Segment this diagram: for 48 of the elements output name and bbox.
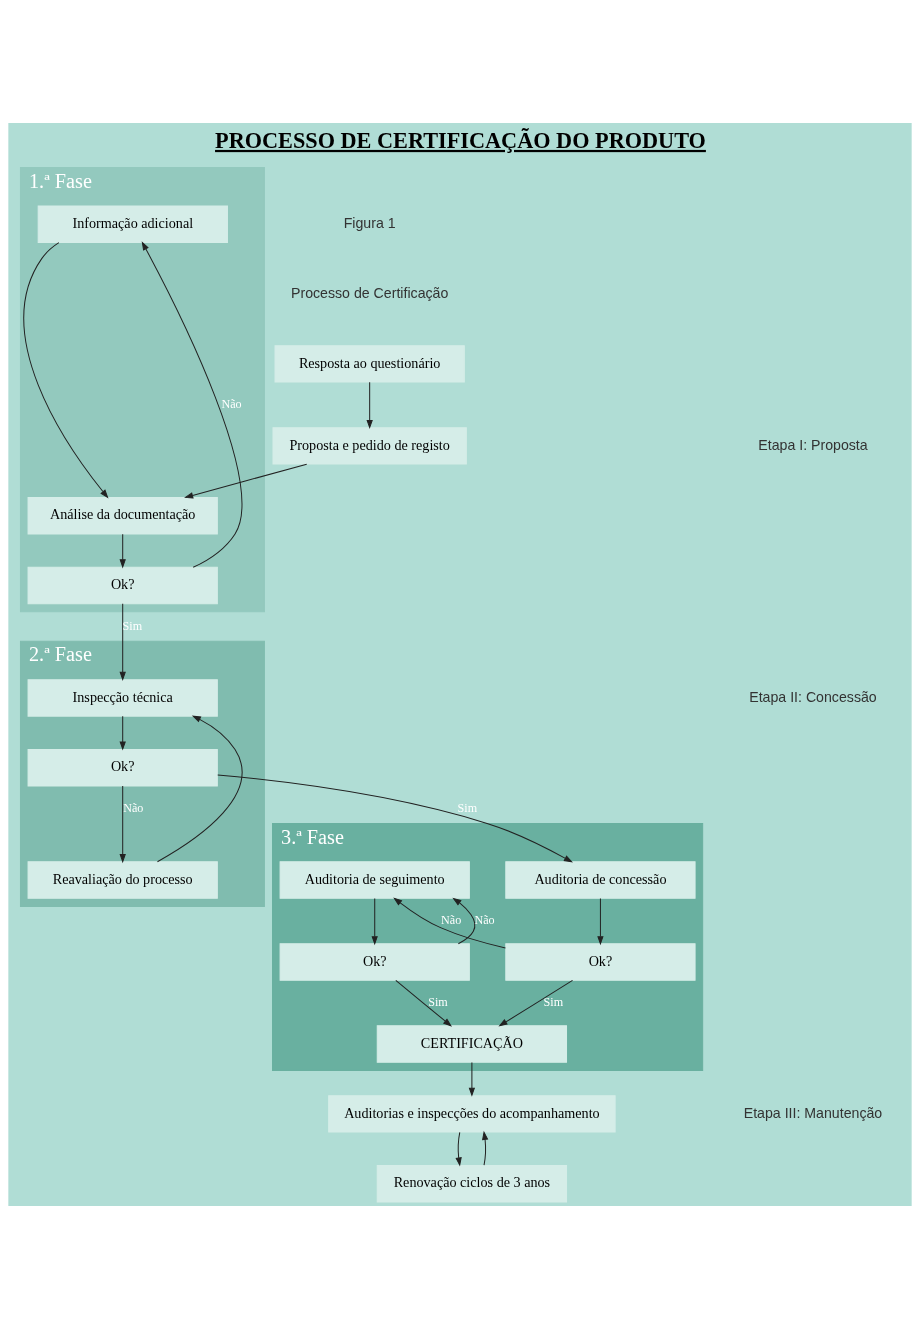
node-box: Reavaliação do processo [27,861,218,899]
arrow [468,1062,476,1097]
arrow [371,897,378,946]
node-box: Renovação ciclos de 3 anos [376,1165,568,1203]
edge-label: Sim [122,618,143,633]
edge-label: Não [221,397,242,412]
arrow [184,463,308,499]
arrow [498,979,574,1027]
arrow [119,603,126,681]
label: Processo de Certificação [290,284,449,301]
node-box: Ok? [27,566,218,605]
arrow [366,381,373,430]
label: Etapa III: Manutenção [743,1104,883,1121]
node-box: Proposta e pedido de registo [272,427,467,465]
arrow [119,785,126,864]
node-box: Ok? [505,943,696,981]
node-box: Análise da documentação [27,497,218,535]
arrow [597,897,604,946]
node-box: Resposta ao questionário [274,345,465,383]
node-box: Ok? [279,943,470,981]
node-box: Auditoria de concessão [505,861,696,899]
arrow [156,715,243,863]
edge-label: Não [474,913,495,928]
arrow [23,242,109,499]
arrow [393,897,506,949]
node-box: Inspecção técnica [27,679,218,717]
edge-label: Não [441,913,462,928]
arrow [119,533,126,569]
edge-label: Sim [457,800,478,815]
edge-label: Sim [428,995,448,1010]
label: Etapa II: Concessão [749,688,877,705]
node-box: CERTIFICAÇÃO [376,1025,568,1063]
node-box: Auditorias e inspecções do acompanhamento [328,1095,616,1133]
node-box: Informação adicional [37,205,228,243]
diagram-title: PROCESSO DE CERTIFICAÇÃO DO PRODUTO [215,127,706,153]
arrow [217,774,573,863]
arrow [119,715,126,751]
edge-label: Não [123,800,144,815]
arrow [482,1130,489,1166]
arrow [455,1131,462,1167]
label: Etapa I: Proposta [758,436,868,453]
label: Figura 1 [343,214,396,231]
node-box: Ok? [27,749,218,787]
node-box: Auditoria de seguimento [279,861,470,899]
arrow [141,241,243,568]
arrow [452,897,476,945]
arrow [395,979,453,1027]
edge-label: Sim [543,995,564,1010]
